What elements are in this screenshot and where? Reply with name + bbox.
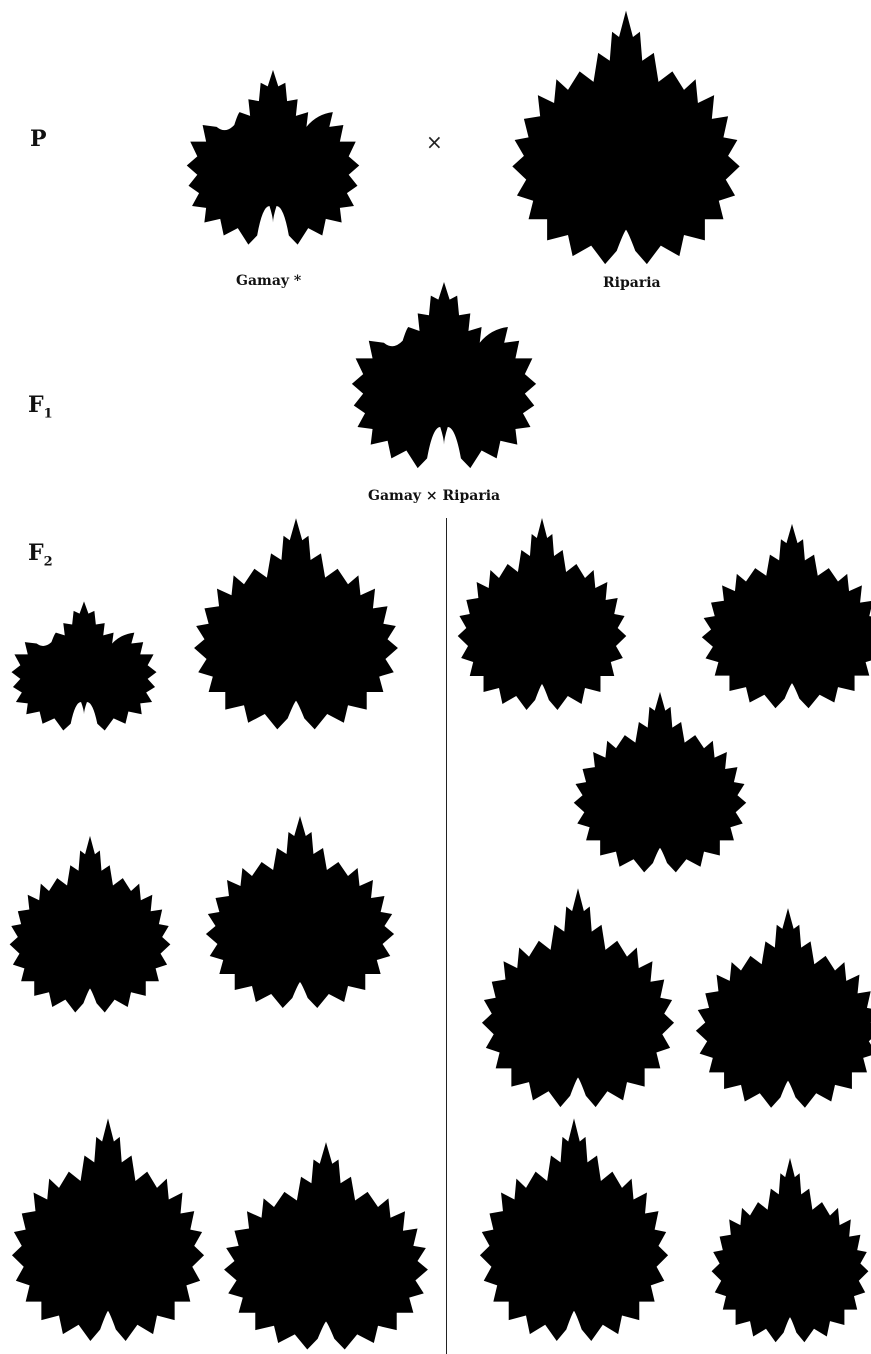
f2-leaf-3 xyxy=(10,836,171,1013)
f2-leaf-1 xyxy=(11,601,156,730)
leaf-gamay xyxy=(187,70,359,245)
leaf-riparia xyxy=(512,11,739,264)
f2-leaf-2 xyxy=(194,518,398,729)
f2-leaf-12 xyxy=(480,1118,668,1341)
f2-leaf-4 xyxy=(206,816,394,1008)
f2-leaf-7 xyxy=(458,518,627,710)
leaf-hybrid-f1 xyxy=(352,282,536,468)
f2-leaf-6 xyxy=(224,1142,428,1349)
f2-leaf-8 xyxy=(702,524,871,708)
f2-leaf-9 xyxy=(574,692,746,872)
f2-leaf-11 xyxy=(696,908,871,1108)
f2-leaf-10 xyxy=(482,888,674,1107)
f2-leaf-13 xyxy=(712,1158,869,1342)
f2-leaf-5 xyxy=(12,1118,204,1341)
